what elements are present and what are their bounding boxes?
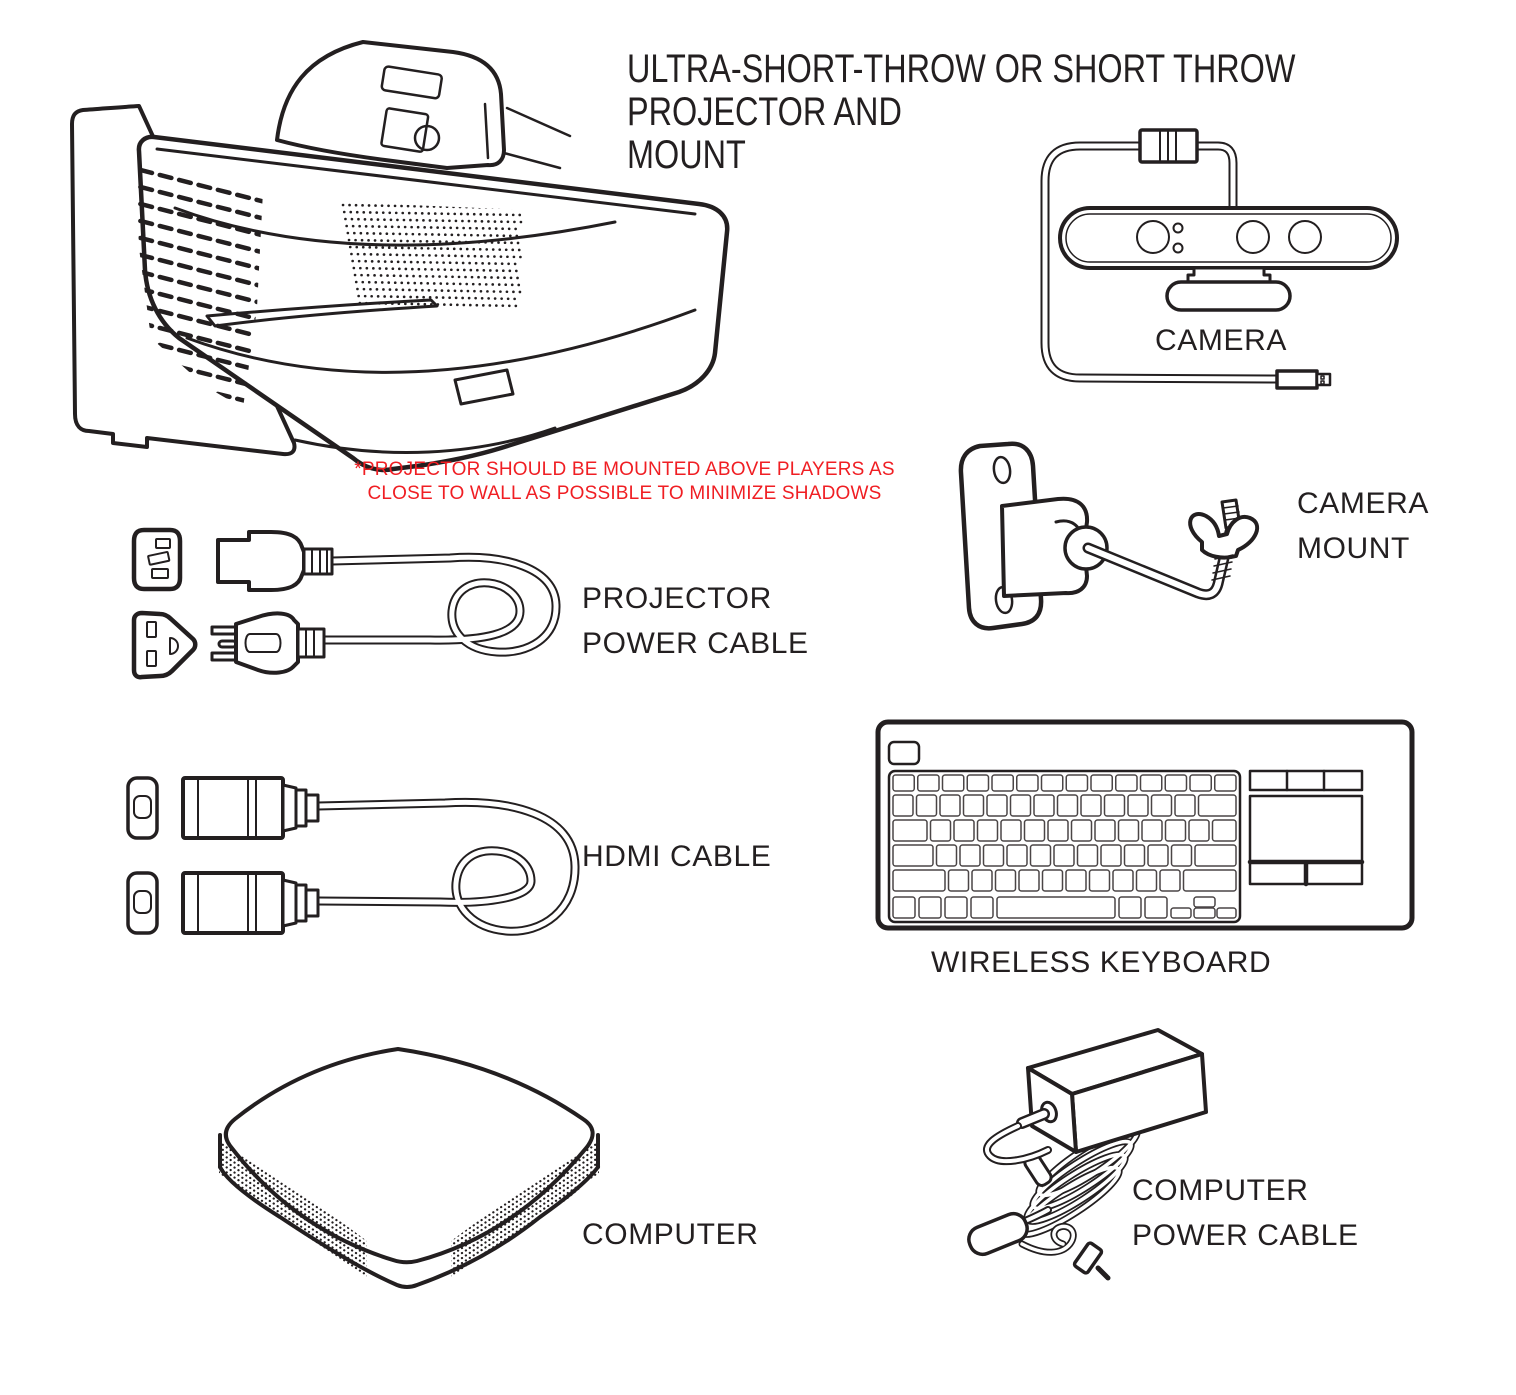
nema-plug <box>210 611 326 675</box>
keys <box>892 774 1237 919</box>
camera-illustration <box>1040 128 1399 390</box>
wireless-keyboard-illustration <box>875 719 1415 931</box>
diagram-title: ULTRA-SHORT-THROW OR SHORT THROW PROJECT… <box>627 48 1295 177</box>
trackpad-cluster <box>1247 769 1365 887</box>
usb-plug <box>1275 369 1332 390</box>
keyboard-power-button <box>887 740 921 766</box>
title-line: ULTRA-SHORT-THROW OR SHORT THROW <box>627 47 1296 91</box>
mount-arm-details <box>380 65 572 170</box>
label-computer-power-cable: COMPUTER POWER CABLE <box>1132 1174 1359 1252</box>
wing-nut <box>1188 512 1260 560</box>
camera-bar <box>1058 206 1399 270</box>
label-hdmi-cable: HDMI CABLE <box>582 840 772 873</box>
trackpad <box>1248 794 1364 864</box>
computer-illustration <box>218 1047 600 1289</box>
nema-outlet-face <box>131 610 198 680</box>
camera-mount-illustration <box>958 441 1260 631</box>
c14-plug <box>216 530 334 592</box>
projector-body-details <box>155 147 697 454</box>
ferrite-cylinder <box>967 1211 1029 1257</box>
computer-power-cable-illustration <box>967 1028 1208 1281</box>
hdmi-cable-illustration <box>126 776 580 936</box>
ferrite-bead <box>1138 128 1199 164</box>
title-line: PROJECTOR AND <box>627 90 902 134</box>
hdmi-plug-top <box>181 776 320 840</box>
label-wireless-keyboard: WIRELESS KEYBOARD <box>931 946 1272 979</box>
label-projector-power-cable: PROJECTOR POWER CABLE <box>582 582 809 660</box>
hdmi-port-face-bottom <box>126 871 159 935</box>
mount-arm <box>275 40 506 170</box>
label-camera-mount: CAMERA MOUNT <box>1297 487 1429 565</box>
label-computer: COMPUTER <box>582 1218 759 1251</box>
label-camera: CAMERA <box>1155 324 1287 357</box>
hdmi-port-face-top <box>126 776 159 840</box>
power-brick <box>1026 1028 1208 1154</box>
projector-and-mount-illustration <box>70 40 730 473</box>
projector-power-cable-illustration <box>131 527 561 680</box>
barrel-plug <box>1072 1241 1111 1281</box>
title-line: MOUNT <box>627 133 746 177</box>
c13-connector-face <box>131 527 183 592</box>
projector-mount-warning: *PROJECTOR SHOULD BE MOUNTED ABOVE PLAYE… <box>354 459 895 504</box>
camera-stand <box>1165 266 1292 312</box>
computer-top-face <box>223 1047 595 1265</box>
hdmi-plug-bottom <box>181 871 320 935</box>
